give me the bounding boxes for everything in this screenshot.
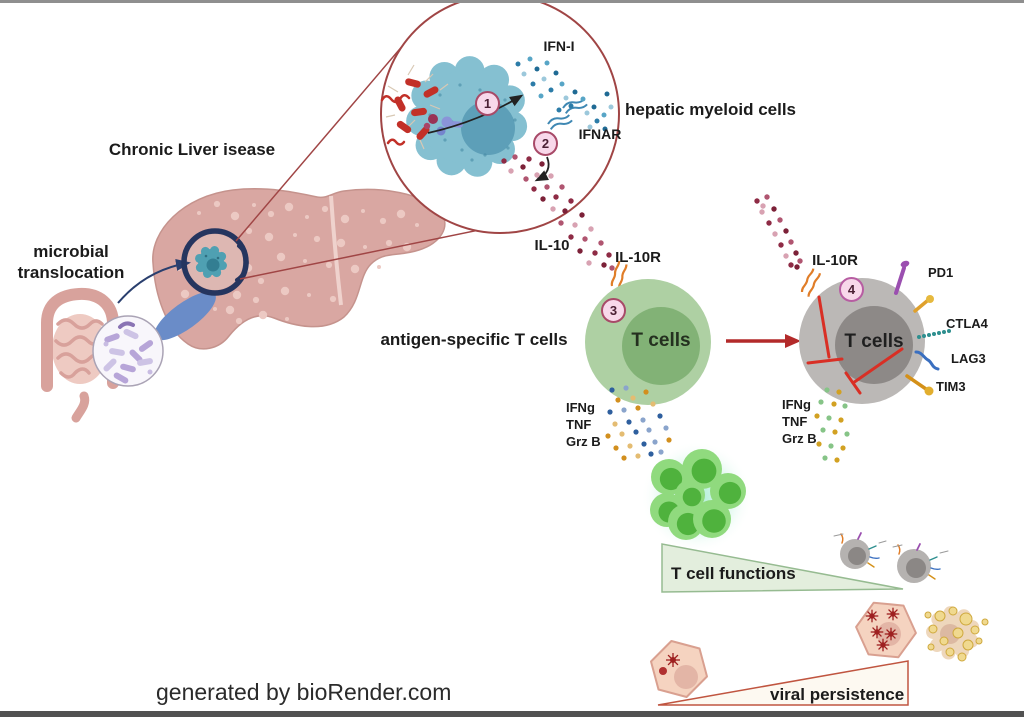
accessory-receptor (913, 295, 934, 313)
cytokine-label-tnf-right: TNF (782, 414, 808, 429)
il10r-label-right: IL-10R (812, 252, 858, 269)
t-cell-exhausted (799, 278, 925, 404)
signal-arrow-step2 (534, 156, 550, 182)
bacteria-cluster (380, 64, 463, 150)
infected-hepatocyte-late (855, 601, 917, 659)
top-border-bar (0, 0, 1024, 3)
gallbladder (154, 291, 216, 341)
il10-dots-right (754, 194, 803, 270)
t-cells-label-active: T cells (631, 330, 691, 351)
ctla4-receptor (917, 329, 951, 339)
tim3-receptor (905, 374, 934, 396)
gut-bacteria (103, 328, 154, 384)
exhausted-mini-cells (833, 532, 949, 583)
lag3-label: LAG3 (951, 351, 986, 366)
cytokine-label-grzb-left: Grz B (566, 434, 601, 449)
microbial-translocation-label-line2: translocation (17, 263, 125, 282)
cytokine-label-grzb-right: Grz B (782, 431, 817, 446)
kupffer-cell (195, 246, 227, 278)
ifn-i-dots (515, 56, 614, 132)
step-badge-1: 1 (475, 91, 500, 116)
step-badge-2: 2 (533, 131, 558, 156)
magnifier-ring (181, 228, 249, 296)
il10-receptor-right (800, 268, 822, 297)
t-cell-functions-label: T cell functions (671, 564, 796, 583)
cytokine-label-ifng-right: IFNg (782, 397, 811, 412)
dying-hepatocyte (924, 606, 989, 662)
proliferating-t-cell-cluster (650, 449, 746, 540)
signal-arrows (427, 94, 550, 182)
viral-persistence-label: viral persistence (770, 685, 905, 704)
cytokine-label-ifng-left: IFNg (566, 400, 595, 415)
infected-hepatocyte-early (650, 640, 708, 698)
t-cells-label-exhausted: T cells (844, 331, 904, 352)
t-cell-functions-triangle (661, 543, 904, 593)
cytokine-dots-right (814, 387, 850, 463)
intestine-illustration (41, 287, 119, 423)
bottom-border-bar (0, 711, 1024, 717)
liver-illustration (152, 188, 446, 350)
signal-arrow-step1 (427, 94, 524, 134)
step-badge-4: 4 (839, 277, 864, 302)
ctla4-label: CTLA4 (946, 316, 988, 331)
ifnar-label: IFNAR (578, 126, 622, 142)
hepatic-myeloid-cells-label: hepatic myeloid cells (625, 100, 797, 119)
antigen-specific-t-cells-label: antigen-specific T cells (380, 330, 568, 349)
il10-receptor-left (610, 260, 628, 290)
il10-dots-left (501, 154, 615, 271)
il10r-label-left: IL-10R (615, 249, 661, 266)
tim3-label: TIM3 (936, 379, 966, 394)
translocation-arrow (117, 259, 191, 304)
biorender-credit: generated by bioRender.com (156, 679, 452, 705)
pd1-receptor (894, 260, 910, 295)
microbial-translocation-label-line1: microbial (33, 242, 109, 261)
step-badge-3: 3 (601, 298, 626, 323)
pd1-label: PD1 (928, 265, 954, 280)
inhibition-bars (806, 295, 904, 395)
il10-label: IL-10 (534, 237, 570, 254)
gut-bacteria-circle (92, 315, 164, 387)
cytokine-label-tnf-left: TNF (566, 417, 592, 432)
differentiation-arrow (726, 334, 801, 348)
chronic-liver-disease-label: Chronic Liver isease (108, 140, 276, 159)
viral-persistence-triangle (657, 660, 909, 706)
lag3-receptor (914, 350, 940, 371)
ifn-i-label: IFN-I (543, 38, 575, 54)
exhaustion-receptors (894, 260, 951, 396)
